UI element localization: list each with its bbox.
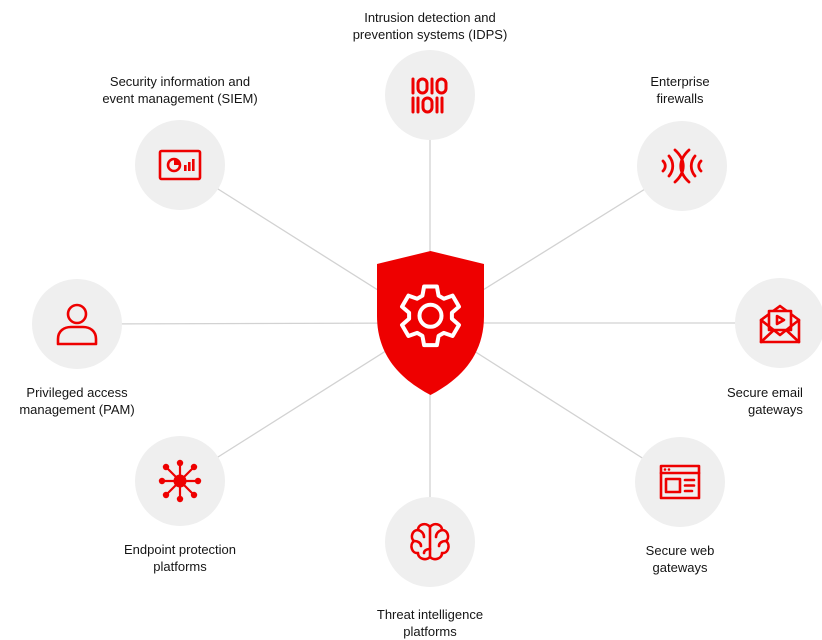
- brain-icon: [410, 522, 450, 561]
- label-web-line-2: gateways: [652, 560, 708, 575]
- label-pam-line-2: management (PAM): [19, 402, 135, 417]
- user-icon: [56, 303, 98, 346]
- label-web: Secure web gateways: [615, 542, 745, 576]
- label-firewalls-line-2: firewalls: [656, 91, 704, 106]
- label-pam-line-1: Privileged access: [26, 385, 128, 400]
- label-threat-line-2: platforms: [403, 624, 457, 639]
- network-node-icon: [158, 459, 202, 503]
- label-endpoint-line-1: Endpoint protection: [123, 542, 237, 557]
- label-siem-line-2: event management (SIEM): [102, 91, 258, 106]
- label-email-line-2: gateways: [748, 402, 803, 417]
- node-idps: [385, 50, 475, 140]
- label-email: Secure email gateways: [722, 384, 822, 418]
- label-pam: Privileged access management (PAM): [0, 384, 154, 418]
- label-siem-line-1: Security information and: [109, 74, 251, 89]
- label-endpoint-line-2: platforms: [153, 559, 207, 574]
- signal-wave-icon: [661, 148, 703, 184]
- label-email-line-1: Secure email: [727, 385, 803, 400]
- node-pam: [32, 279, 122, 369]
- label-firewalls-line-1: Enterprise: [650, 74, 710, 89]
- connector-line-pam: [76, 322, 431, 325]
- label-firewalls: Enterprise firewalls: [610, 73, 750, 107]
- label-idps-line-1: Intrusion detection and: [364, 10, 496, 25]
- node-web: [635, 437, 725, 527]
- gear-shield-icon: [377, 251, 484, 395]
- label-threat-line-1: Threat intelligence: [376, 607, 484, 622]
- label-endpoint: Endpoint protection platforms: [100, 541, 260, 575]
- label-siem: Security information and event managemen…: [75, 73, 285, 107]
- node-endpoint: [135, 436, 225, 526]
- browser-window-icon: [659, 464, 701, 500]
- security-hub: [369, 250, 492, 396]
- label-idps: Intrusion detection and prevention syste…: [315, 9, 545, 43]
- label-web-line-1: Secure web: [645, 543, 715, 558]
- node-siem: [135, 120, 225, 210]
- node-threat: [385, 497, 475, 587]
- node-email: [735, 278, 822, 368]
- node-firewalls: [637, 121, 727, 211]
- dashboard-icon: [158, 149, 202, 181]
- binary-icon: [411, 77, 448, 114]
- label-threat: Threat intelligence platforms: [350, 606, 510, 640]
- label-idps-line-2: prevention systems (IDPS): [352, 27, 508, 42]
- envelope-icon: [759, 304, 801, 344]
